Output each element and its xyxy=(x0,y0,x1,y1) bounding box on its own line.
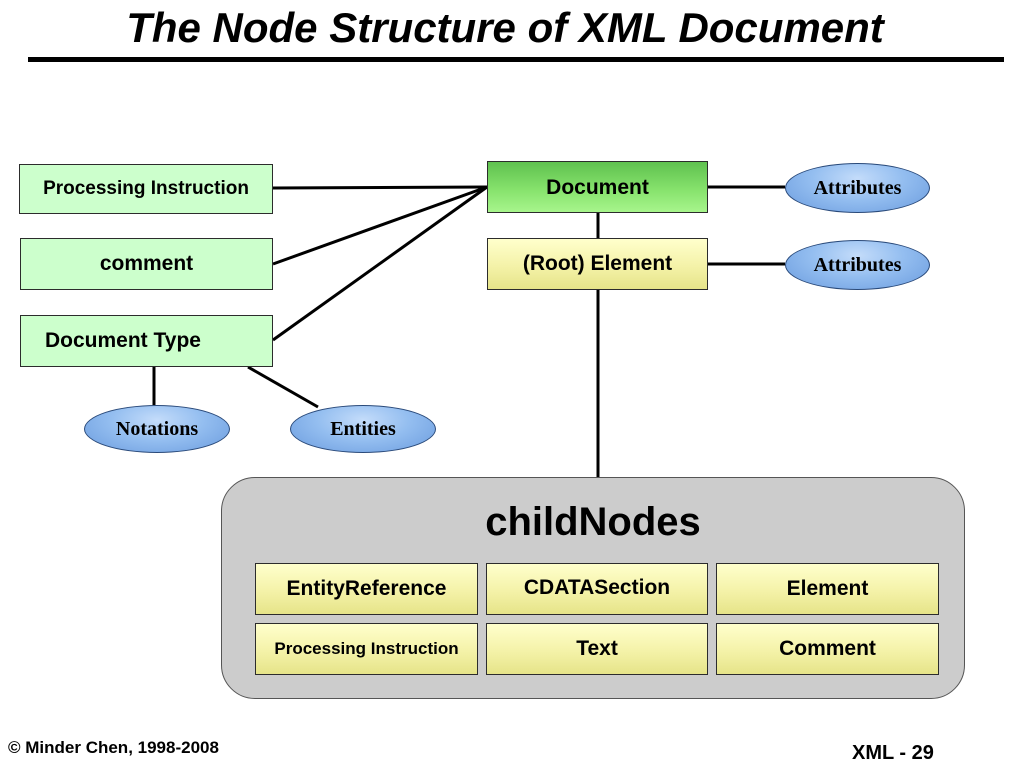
childnode-label: Comment xyxy=(779,637,876,660)
childnode-entityreference: EntityReference xyxy=(255,563,478,615)
childnode-label: EntityReference xyxy=(286,577,447,600)
line-pi-to-document xyxy=(272,185,488,190)
childnode-label: Element xyxy=(786,577,869,600)
page-title: The Node Structure of XML Document xyxy=(126,4,884,51)
childnode-label: Processing Instruction xyxy=(274,639,459,658)
childnode-comment: Comment xyxy=(716,623,939,675)
document-type-label: Document Type xyxy=(45,329,201,352)
entities-label: Entities xyxy=(330,417,396,440)
childnode-element: Element xyxy=(716,563,939,615)
document-label: Document xyxy=(546,176,649,199)
element-attributes-label: Attributes xyxy=(813,253,902,276)
line-doctype-to-entities xyxy=(247,365,319,409)
document-attributes-ellipse: Attributes xyxy=(785,163,930,213)
page-number: XML - 29 xyxy=(852,742,934,764)
title-rule xyxy=(28,57,1004,62)
childnode-text: Text xyxy=(486,623,708,675)
document-type-node: Document Type xyxy=(20,315,273,367)
childnode-processing-instruction: Processing Instruction xyxy=(255,623,478,675)
processing-instruction-node: Processing Instruction xyxy=(19,164,273,214)
document-attributes-label: Attributes xyxy=(813,176,902,199)
copyright-footer: © Minder Chen, 1998-2008 xyxy=(8,738,219,757)
root-element-label: (Root) Element xyxy=(522,252,673,275)
root-element-node: (Root) Element xyxy=(487,238,708,290)
childnode-cdatasection: CDATASection xyxy=(486,563,708,615)
element-attributes-ellipse: Attributes xyxy=(785,240,930,290)
comment-node: comment xyxy=(20,238,273,290)
childnodes-title: childNodes xyxy=(485,500,701,544)
line-doctype-to-document xyxy=(272,185,488,342)
processing-instruction-label: Processing Instruction xyxy=(43,178,249,199)
childnode-label: CDATASection xyxy=(523,576,671,599)
document-node: Document xyxy=(487,161,708,213)
childnode-label: Text xyxy=(576,637,618,660)
comment-label: comment xyxy=(99,252,194,275)
line-comment-to-document xyxy=(272,185,488,266)
entities-ellipse: Entities xyxy=(290,405,436,453)
notations-ellipse: Notations xyxy=(84,405,230,453)
notations-label: Notations xyxy=(115,417,199,440)
